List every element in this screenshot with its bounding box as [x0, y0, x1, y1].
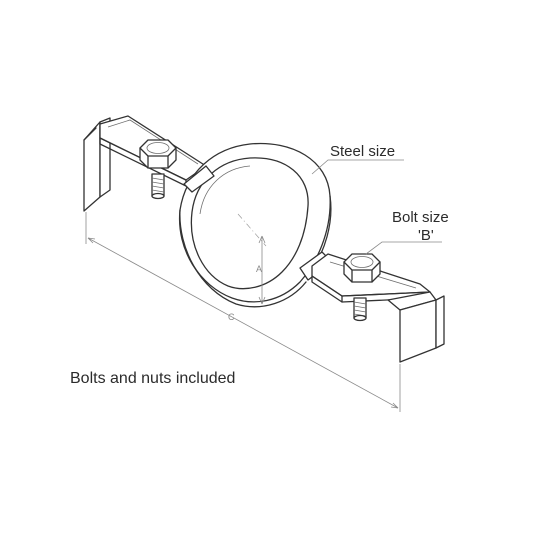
steel-size-leader — [311, 159, 404, 175]
left-hex-nut — [139, 139, 177, 169]
right-hex-nut — [343, 253, 381, 283]
dimension-c — [85, 212, 401, 412]
dimension-c-label: C — [228, 312, 235, 322]
bolt-size-leader — [365, 241, 442, 255]
dimension-a — [258, 235, 266, 305]
clamp-ring — [178, 142, 333, 308]
left-bolt-thread — [151, 173, 165, 200]
steel-size-label: Steel size — [330, 143, 395, 160]
right-foot — [387, 291, 445, 363]
bolt-size-label: Bolt size — [392, 209, 449, 226]
bolt-size-b-label: 'B' — [418, 227, 434, 244]
right-bolt-thread — [353, 297, 367, 322]
bolts-included-note: Bolts and nuts included — [70, 370, 235, 387]
dimension-a-label: A — [256, 264, 262, 274]
